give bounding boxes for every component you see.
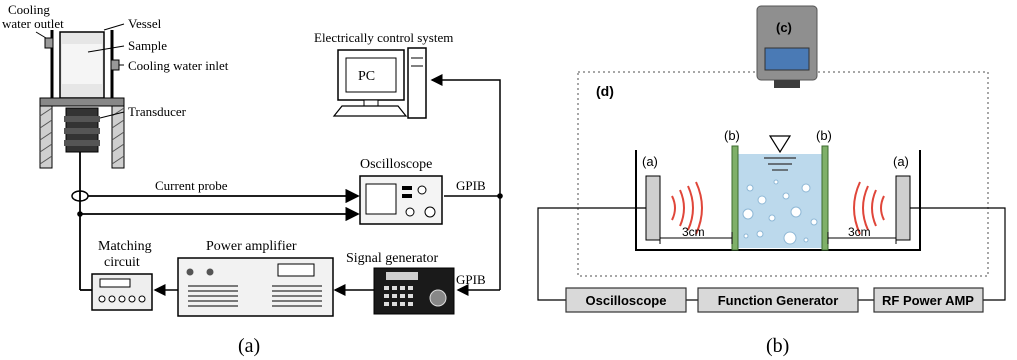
label-matching-circuit-1: Matching: [98, 239, 152, 254]
label-gpib-top: GPIB: [456, 178, 486, 193]
label-cooling-water-inlet: Cooling water inlet: [128, 58, 229, 73]
pc-computer: [332, 47, 427, 119]
label-region-d: (d): [596, 83, 614, 99]
container-wall-right: [821, 145, 829, 251]
distance-marker-right: [827, 232, 897, 244]
label-matching-circuit-2: circuit: [104, 255, 140, 270]
oscilloscope-box: [565, 287, 687, 313]
transducer-left: [645, 175, 661, 241]
transducer-right: [895, 175, 911, 241]
rf-power-amp-box: [873, 287, 984, 313]
label-power-amplifier: Power amplifier: [206, 239, 297, 254]
matching-circuit-device: [91, 273, 153, 311]
water-level-symbol: [764, 135, 796, 171]
label-cooling-water-outlet-2: water outlet: [2, 16, 64, 31]
label-function-generator: Function Generator: [718, 293, 839, 308]
camera-device: [756, 5, 818, 88]
label-distance-left: 3cm: [682, 225, 705, 239]
ultrasound-waves-left: [671, 181, 703, 235]
label-gpib-bottom: GPIB: [456, 272, 486, 287]
distance-marker-left: [659, 232, 733, 244]
outer-tank: [635, 150, 921, 251]
container-wall-left: [731, 145, 739, 251]
panel-a: Cooling water outlet Vessel Sample Cooli…: [2, 2, 503, 357]
label-camera: (c): [776, 20, 792, 35]
label-current-probe: Current probe: [155, 178, 228, 193]
label-vessel: Vessel: [128, 16, 162, 31]
label-oscilloscope-b: Oscilloscope: [586, 293, 667, 308]
bubbles: [742, 179, 818, 245]
label-oscilloscope: Oscilloscope: [360, 157, 432, 172]
label-pc: PC: [358, 69, 375, 84]
signal-generator-device: [373, 267, 455, 315]
label-signal-generator: Signal generator: [346, 251, 438, 266]
transducer: [64, 107, 100, 153]
label-distance-right: 3cm: [848, 225, 871, 239]
label-sample: Sample: [128, 38, 167, 53]
ultrasound-waves-right: [853, 181, 885, 235]
label-wall-left: (b): [724, 128, 740, 143]
vessel-assembly: [35, 23, 125, 169]
label-transducer-right: (a): [893, 154, 909, 169]
label-cooling-water-outlet-1: Cooling: [8, 2, 50, 17]
label-transducer-left: (a): [642, 154, 658, 169]
water-sample: [737, 154, 823, 248]
panel-b: (d) (c) (a) (a): [537, 5, 1006, 357]
label-wall-right: (b): [816, 128, 832, 143]
caption-b: (b): [766, 335, 789, 357]
label-transducer: Transducer: [128, 104, 187, 119]
label-rf-power-amp: RF Power AMP: [882, 293, 974, 308]
power-amplifier-device: [177, 257, 334, 317]
caption-a: (a): [238, 335, 260, 357]
transducer-housing: [39, 105, 125, 169]
oscilloscope-device: [359, 175, 443, 225]
label-control-system: Electrically control system: [314, 30, 453, 45]
function-generator-box: [697, 287, 859, 313]
